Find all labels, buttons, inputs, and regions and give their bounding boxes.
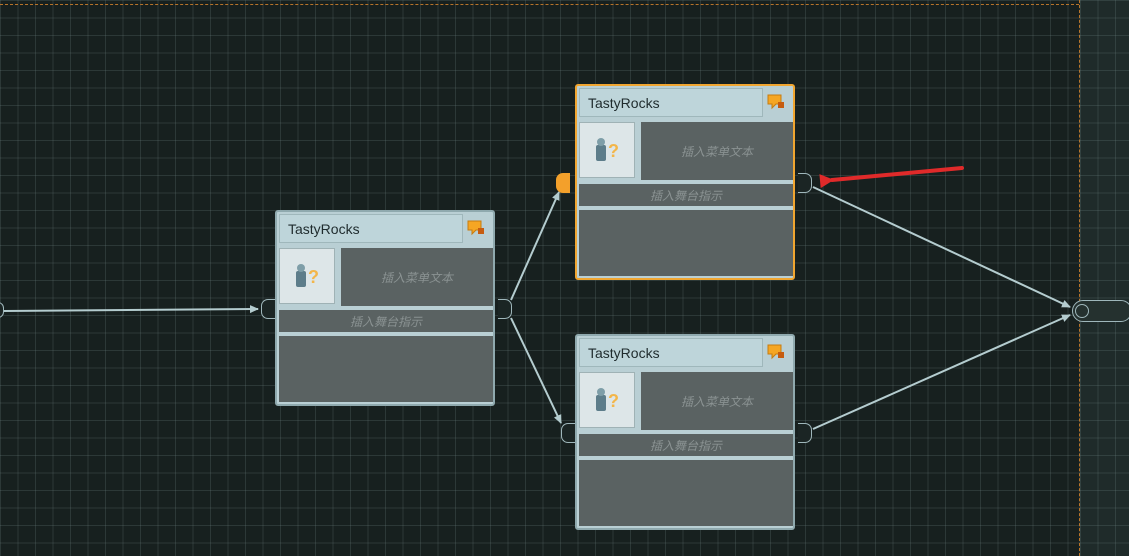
link-entry-to-node-1[interactable] — [3, 305, 259, 314]
node-2-output-port[interactable] — [798, 173, 812, 193]
stage-directions-field[interactable]: 插入舞台指示 — [579, 184, 793, 206]
node-3-output-port[interactable] — [798, 423, 812, 443]
node-1-input-port[interactable] — [261, 299, 275, 319]
speaker-portrait[interactable]: ? — [579, 122, 635, 178]
node-1-output-port[interactable] — [498, 299, 512, 319]
dialogue-text-field[interactable] — [579, 460, 793, 526]
node-2-input-port[interactable] — [556, 173, 570, 193]
annotation-arrow — [819, 166, 964, 189]
dialogue-node-3[interactable]: TastyRocks ? 插入菜单文本 插入舞台指示 — [575, 334, 795, 530]
svg-text:?: ? — [608, 391, 619, 411]
speaker-portrait[interactable]: ? — [579, 372, 635, 428]
graph-exit-port[interactable] — [1072, 300, 1129, 322]
comment-icon[interactable] — [767, 94, 785, 110]
dialogue-text-field[interactable] — [279, 336, 493, 402]
dialogue-node-2[interactable]: TastyRocks ? 插入菜单文本 插入舞台指示 — [575, 84, 795, 280]
node-title: TastyRocks — [588, 345, 660, 361]
node-3-input-port[interactable] — [561, 423, 575, 443]
stage-directions-field[interactable]: 插入舞台指示 — [279, 310, 493, 332]
menu-text-field[interactable]: 插入菜单文本 — [341, 248, 493, 306]
canvas-boundary — [1079, 0, 1129, 556]
comment-icon[interactable] — [767, 344, 785, 360]
menu-text-field[interactable]: 插入菜单文本 — [641, 372, 793, 430]
speaker-unknown-icon: ? — [296, 264, 319, 287]
node-title: TastyRocks — [288, 221, 360, 237]
link-node-2-to-exit[interactable] — [812, 186, 1071, 308]
link-node-3-to-exit[interactable] — [812, 314, 1071, 430]
node-title: TastyRocks — [588, 95, 660, 111]
node-title-bar[interactable]: TastyRocks — [579, 338, 763, 367]
canvas-top-boundary — [0, 4, 1079, 5]
dialogue-node-1[interactable]: TastyRocks ? 插入菜单文本 插入舞台指示 — [275, 210, 495, 406]
node-title-bar[interactable]: TastyRocks — [579, 88, 763, 117]
menu-text-field[interactable]: 插入菜单文本 — [641, 122, 793, 180]
node-title-bar[interactable]: TastyRocks — [279, 214, 463, 243]
speaker-unknown-icon: ? — [596, 388, 619, 411]
exit-port-circle — [1075, 304, 1089, 318]
speaker-unknown-icon: ? — [596, 138, 619, 161]
comment-icon[interactable] — [467, 220, 485, 236]
link-node-1-to-node-3[interactable] — [510, 317, 562, 424]
stage-directions-field[interactable]: 插入舞台指示 — [579, 434, 793, 456]
speaker-portrait[interactable]: ? — [279, 248, 335, 304]
link-node-1-to-node-2[interactable] — [510, 191, 560, 301]
svg-text:?: ? — [308, 267, 319, 287]
svg-text:?: ? — [608, 141, 619, 161]
dialogue-text-field[interactable] — [579, 210, 793, 276]
